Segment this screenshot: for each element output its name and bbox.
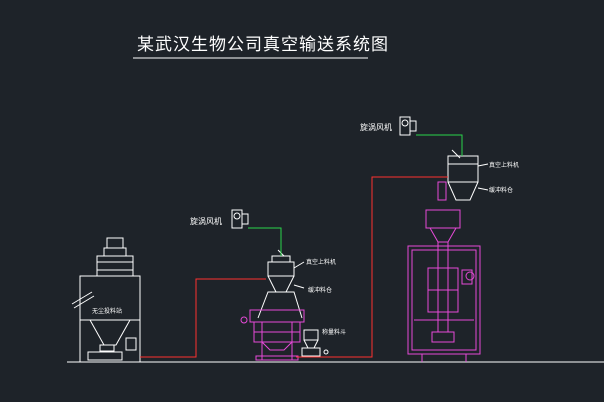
diagram-title: 某武汉生物公司真空输送系统图: [137, 35, 389, 55]
label-fan-right: 旋涡风机: [360, 122, 392, 132]
pipe-to-feeder-right: [296, 176, 448, 358]
air-pipe-right: [416, 134, 463, 156]
vortex-fan-right: 旋涡风机: [360, 116, 417, 136]
label-feeder-left: 真空上料机: [306, 258, 336, 266]
label-weigher: 称量料斗: [322, 328, 346, 336]
packaging-machine-right: [407, 181, 481, 362]
label-hopper-right: 缓冲料仓: [489, 186, 513, 194]
vacuum-feeder-left: 真空上料机 缓冲料仓: [267, 249, 336, 294]
packaging-machine-left: [240, 291, 305, 361]
label-hopper-left: 缓冲料仓: [308, 286, 332, 294]
material-pipes: [140, 176, 448, 358]
vacuum-feeder-right: 真空上料机 缓冲料仓: [447, 149, 519, 201]
dump-station: 无尘投料站: [71, 237, 141, 362]
air-pipe-left: [248, 227, 282, 256]
air-pipes: [248, 134, 463, 256]
weigher: 称量料斗: [301, 328, 346, 357]
label-feeder-right: 真空上料机: [489, 161, 519, 169]
pipe-dump-to-feeder-left: [140, 278, 266, 358]
vortex-fan-left: 旋涡风机: [190, 209, 249, 229]
label-dump-station: 无尘投料站: [92, 307, 122, 315]
label-fan-left: 旋涡风机: [190, 216, 222, 226]
